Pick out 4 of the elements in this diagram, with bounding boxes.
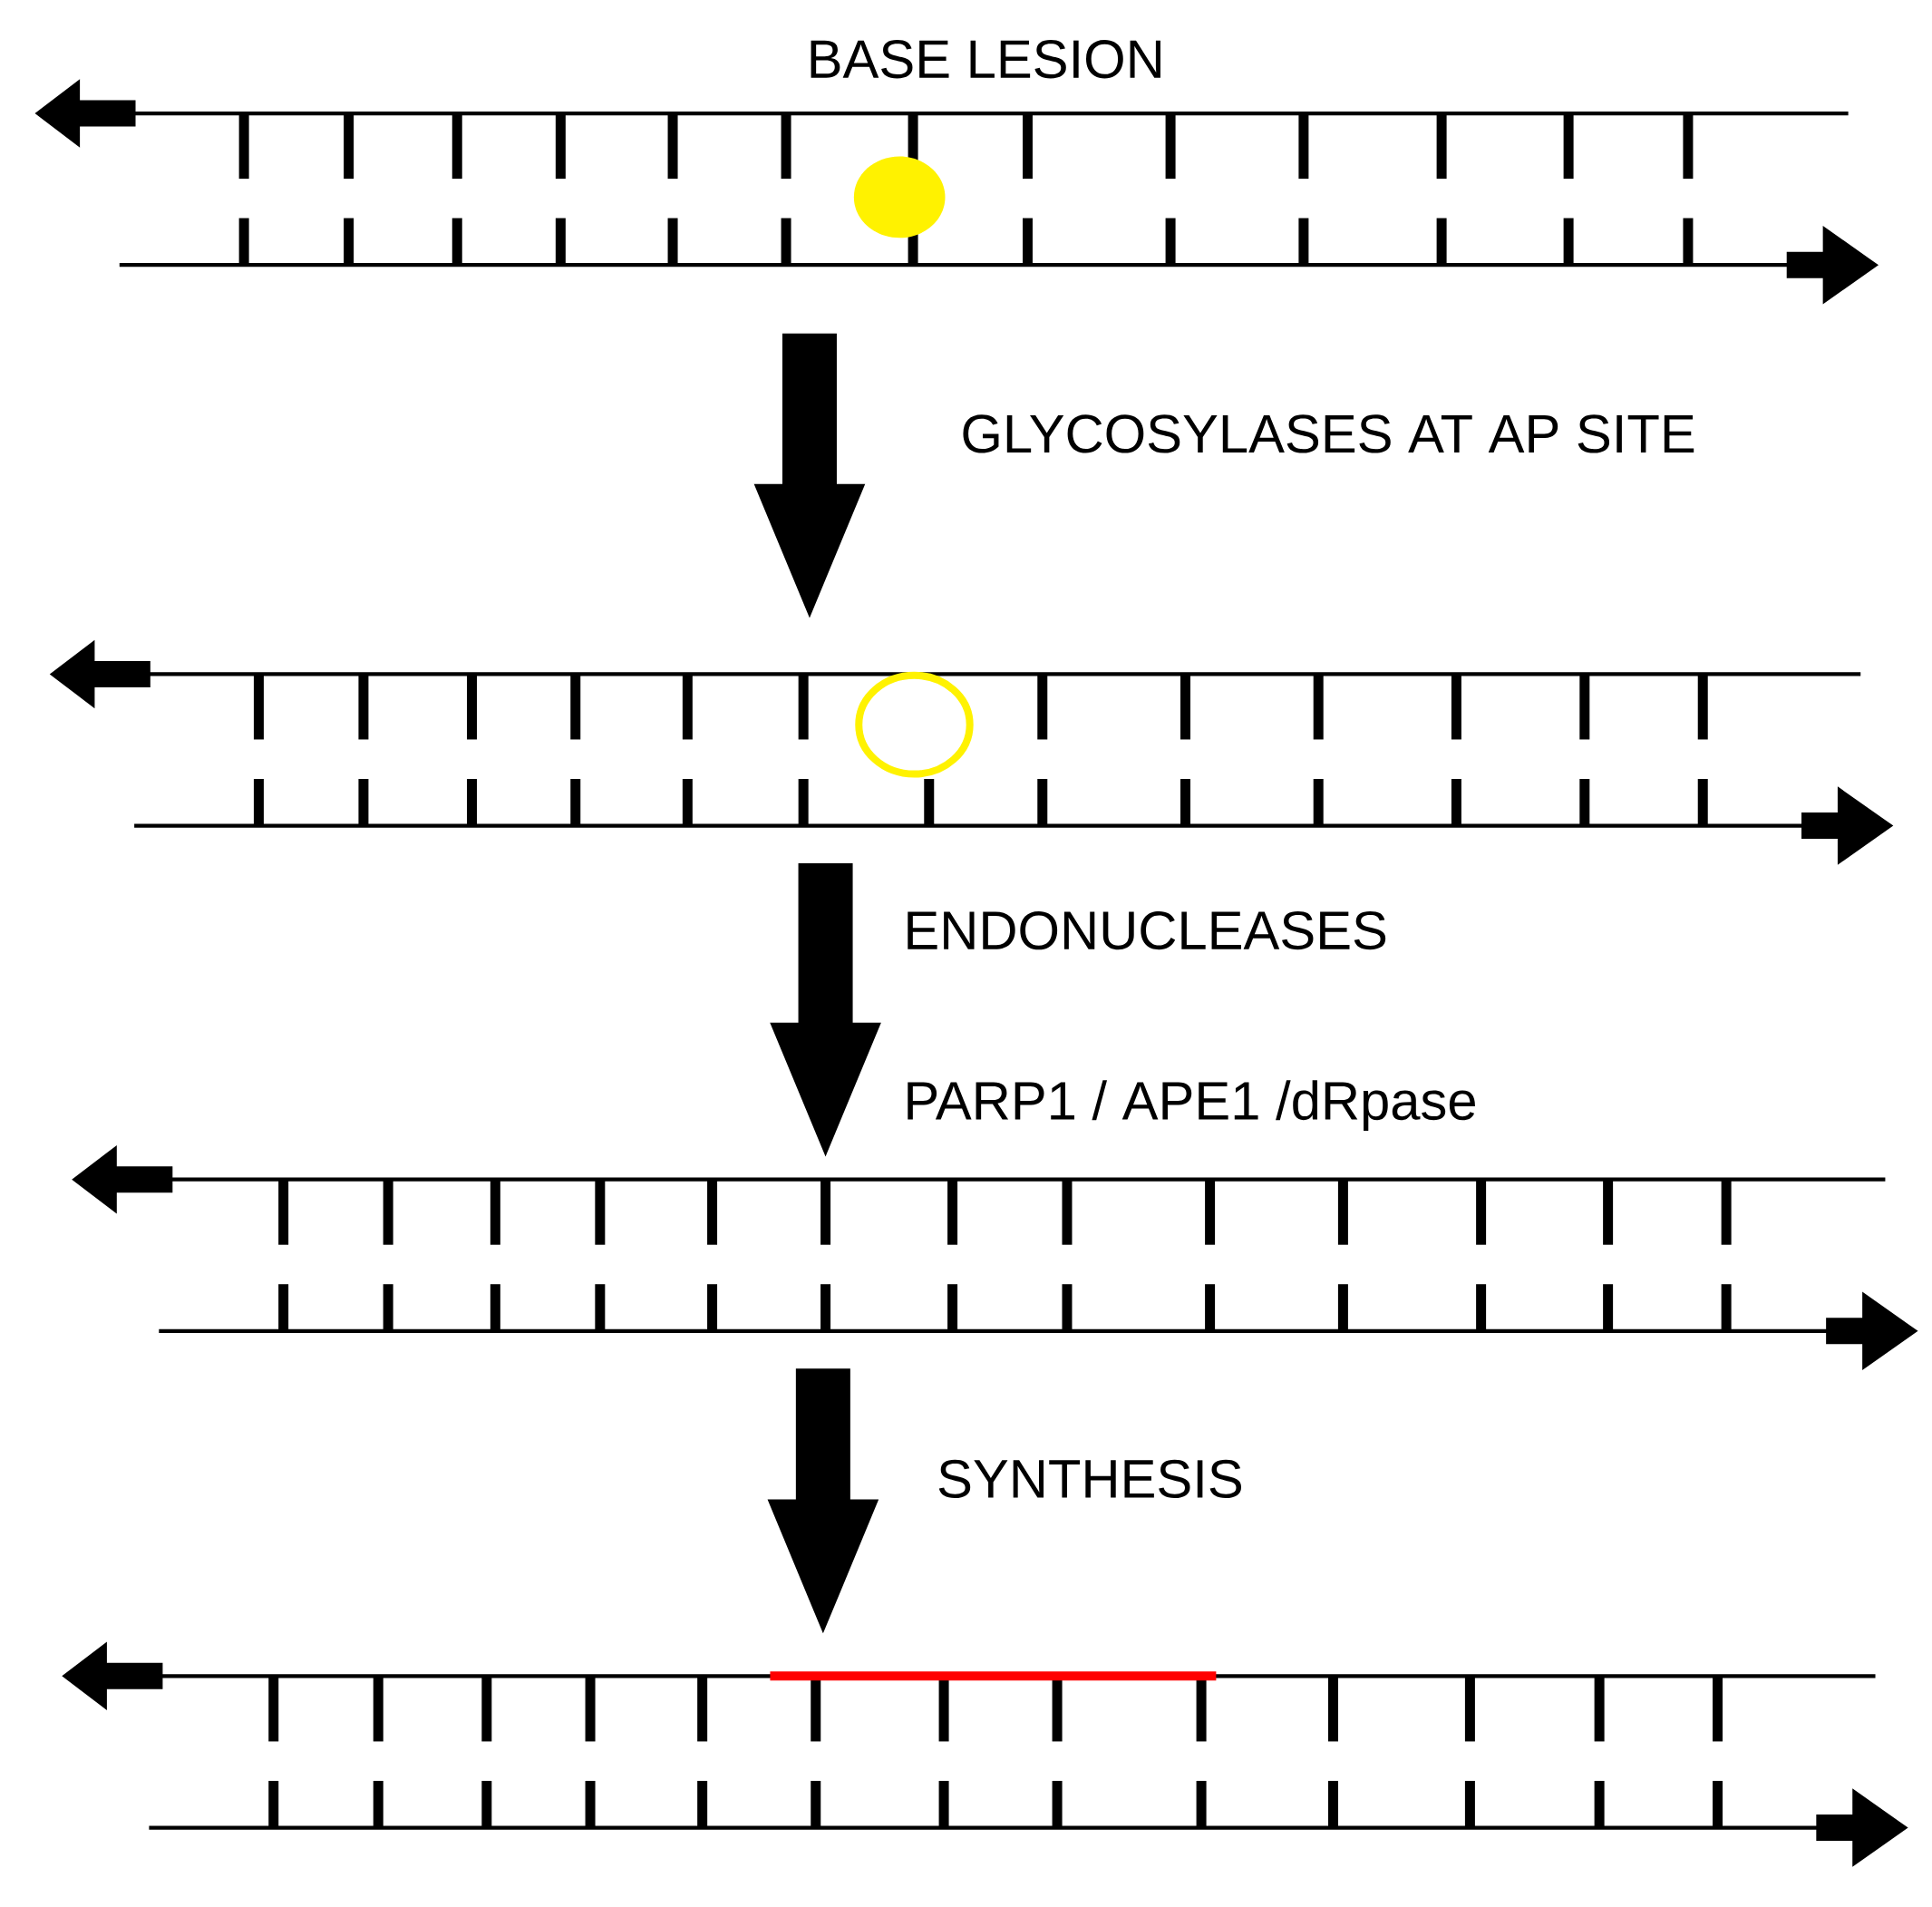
heading: BASE LESION [811, 40, 1160, 79]
edge-label: SYNTHESIS [938, 1460, 1241, 1499]
edge-label: GLYCOSYLASES AT AP SITE [963, 414, 1694, 453]
edge-label: ENDONUCLEASES [908, 911, 1386, 950]
